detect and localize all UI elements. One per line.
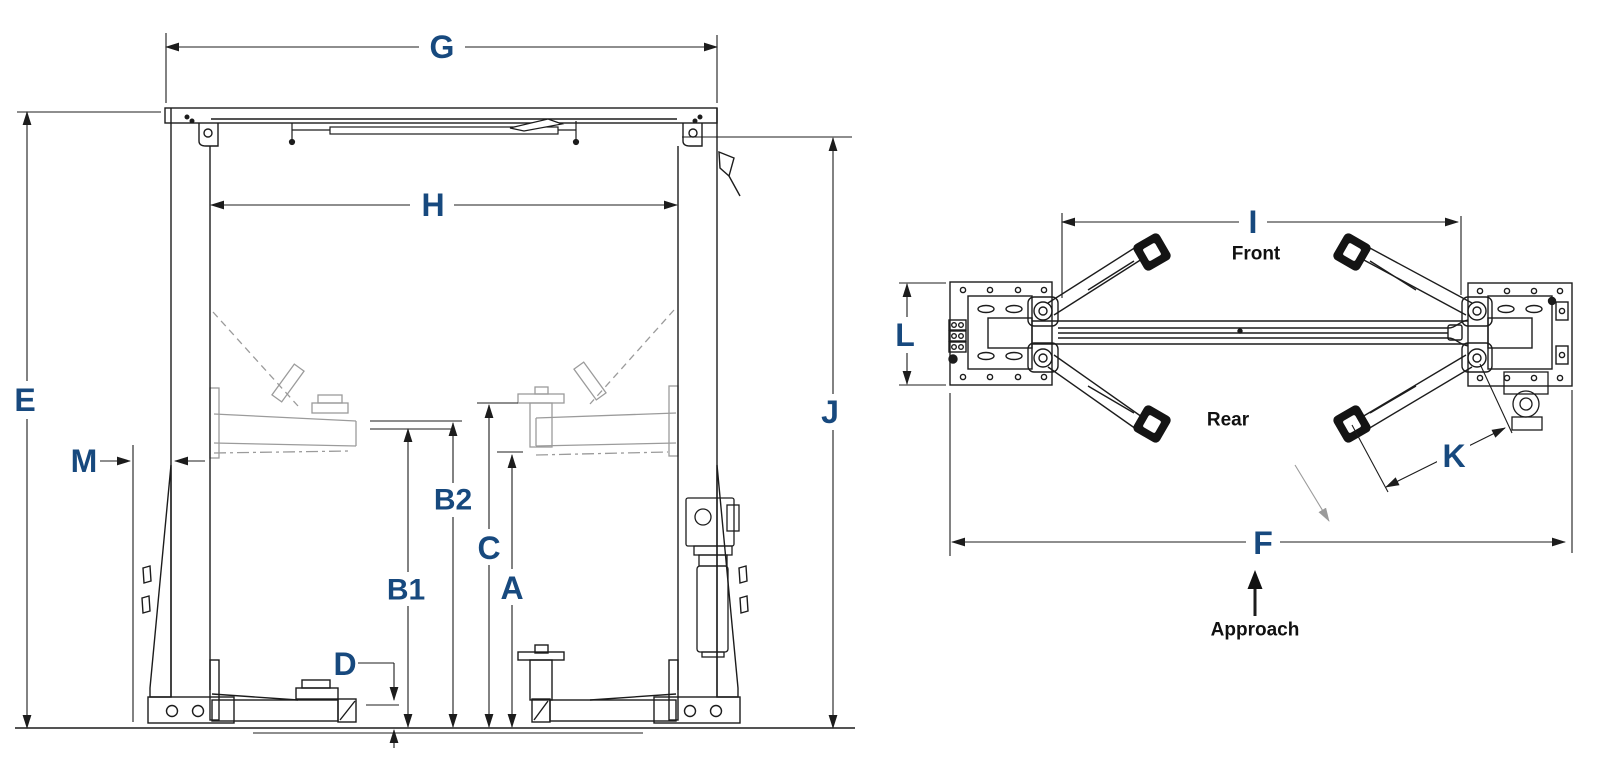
right-beam-bracket <box>682 123 703 147</box>
plan-arms <box>1047 233 1473 443</box>
dim-label-a: A <box>500 570 523 606</box>
right-base-plate <box>653 696 741 724</box>
plan-left-plate <box>948 281 1059 386</box>
raised-adapter-column <box>529 402 553 448</box>
top-view-dimensions <box>899 213 1573 616</box>
dim-label-g: G <box>430 29 455 65</box>
plan-left-carriage <box>967 295 1033 370</box>
lowered-arms <box>211 644 677 723</box>
approach-arrowhead <box>1247 570 1263 589</box>
right-post <box>653 108 749 724</box>
left-base-plate <box>147 696 235 724</box>
left-post-gusset <box>149 464 172 698</box>
dim-label-d: D <box>333 646 356 682</box>
dim-label-j: J <box>821 394 839 430</box>
dim-label-m: M <box>71 443 98 479</box>
raised-adapter-flange <box>517 393 565 404</box>
front-view: G H E J M B2 B1 C A D <box>9 29 855 748</box>
rear-left-arm <box>1047 354 1171 443</box>
left-carriage-lowered <box>209 659 220 721</box>
shutoff-bar <box>288 118 580 146</box>
dim-label-f: F <box>1253 525 1273 561</box>
dim-label-i: I <box>1249 204 1258 240</box>
plan-power-unit <box>1503 371 1549 431</box>
left-post <box>141 108 235 724</box>
dim-label-b1: B1 <box>387 574 425 607</box>
front-left-arm <box>1047 233 1171 316</box>
right-carriage-raised <box>668 385 679 457</box>
plan-right-carriage <box>1487 295 1553 370</box>
rear-right-arm <box>1333 354 1473 443</box>
dim-label-c: C <box>477 530 500 566</box>
power-unit <box>685 497 740 658</box>
dim-label-e: E <box>14 382 35 418</box>
raised-arms-phantom <box>209 309 679 459</box>
dim-label-k: K <box>1442 438 1465 474</box>
overhead-beam <box>164 107 718 147</box>
left-beam-bracket <box>198 123 219 147</box>
dim-label-l: L <box>895 317 915 353</box>
front-annotation: Front <box>1232 244 1281 265</box>
approach-annotation: Approach <box>1211 620 1300 641</box>
right-arm-lowered <box>549 699 677 722</box>
lowered-adapter-column <box>529 659 553 701</box>
right-carriage-lowered <box>668 659 679 721</box>
plan-right-plate <box>1461 282 1573 431</box>
latch-handle <box>718 150 735 178</box>
dim-label-h: H <box>421 187 444 223</box>
top-view: I L K F Front Rear Approach <box>892 204 1573 641</box>
hydraulic-tank <box>696 565 729 653</box>
dim-label-b2: B2 <box>434 484 472 517</box>
front-view-dimensions <box>17 33 852 748</box>
phantom-swing-arrow <box>1294 464 1330 522</box>
plan-crossbeam <box>1032 319 1469 347</box>
rear-annotation: Rear <box>1207 410 1250 431</box>
front-right-arm <box>1333 233 1473 316</box>
left-carriage-raised <box>209 387 220 459</box>
left-arm-lowered <box>211 699 339 722</box>
